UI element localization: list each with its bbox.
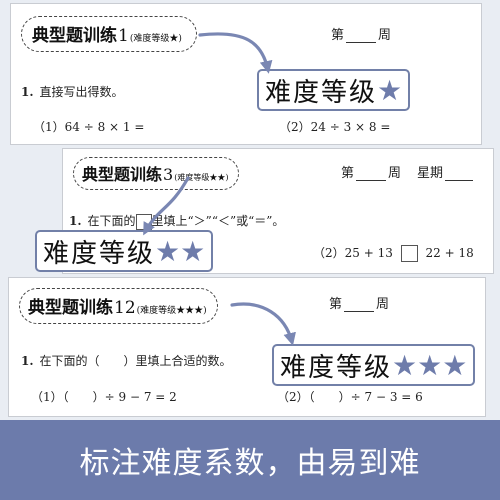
star-icon: ★★★ [392,348,468,382]
title-main: 典型题训练 [32,26,117,46]
footer-banner: 标注难度系数，由易到难 [0,420,500,500]
item-2: （2）（ ）÷ 7 − 3 = 6 [277,390,423,404]
week-suffix: 周 [378,28,392,43]
title-pill-2: 典型题训练 3 (难度等级★★) [73,157,240,190]
question-1: 1. 在下面的（ ）里填上合适的数。 [21,352,232,369]
item-2-left: （2）25 + 13 [313,246,393,260]
week-prefix: 第 [331,28,345,43]
weekday-blank [445,168,474,181]
week-prefix: 第 [341,166,355,181]
difficulty-badge-2: 难度等级 ★★ [35,230,214,272]
star-icon: ★★ [155,234,206,268]
badge-label: 难度等级 [43,238,156,269]
badge-label: 难度等级 [280,352,393,383]
question-number: 1. [21,85,34,99]
question-1: 1. 在下面的 里填上“＞”“＜”或“＝”。 [69,212,284,230]
answer-box [400,245,418,262]
item-1: （1）（ ）÷ 9 − 7 = 2 [31,390,177,404]
banner-text: 标注难度系数，由易到难 [79,446,421,481]
question-text: 直接写出得数。 [39,85,124,99]
title-main: 典型题训练 [28,298,113,318]
title-difficulty: (难度等级★) [129,34,182,44]
week-blank [344,299,375,312]
item-2: （2）24 ÷ 3 × 8 = [279,120,391,134]
badge-label: 难度等级 [265,77,378,108]
title-difficulty: (难度等级★★★) [136,306,207,316]
title-number: 3 [163,165,174,184]
week-blank [356,168,387,181]
difficulty-badge-1: 难度等级 ★ [257,69,411,111]
question-number: 1. [21,354,34,368]
week-label: 第 周 [329,293,389,312]
question-text-pre: 在下面的 [87,214,136,228]
question-text-post: 里填上“＞”“＜”或“＝”。 [151,214,285,228]
item-2: （2）25 + 13 22 + 18 [313,244,474,262]
difficulty-badge-3: 难度等级 ★★★ [272,344,476,386]
worksheet-card-1: 典型题训练 1 (难度等级★) 第 周 1. 直接写出得数。 （1）64 ÷ 8 … [10,3,482,145]
week-label: 第 周 [331,24,391,43]
week-suffix: 周 [376,297,390,312]
week-label: 第 周 星期 [341,162,474,181]
title-main: 典型题训练 [82,165,163,184]
question-1: 1. 直接写出得数。 [21,83,124,100]
week-blank [346,30,377,43]
title-pill-3: 典型题训练 12 (难度等级★★★) [19,288,218,324]
week-prefix: 第 [329,297,343,312]
title-difficulty: (难度等级★★) [174,173,229,182]
week-middle: 周 [388,166,402,181]
answer-box [135,213,152,230]
title-pill-1: 典型题训练 1 (难度等级★) [21,16,197,52]
item-2-right: 22 + 18 [425,246,474,260]
question-text: 在下面的（ ）里填上合适的数。 [39,354,232,368]
star-icon: ★ [377,73,403,107]
title-number: 12 [114,298,136,318]
item-1: （1）64 ÷ 8 × 1 = [33,120,145,134]
question-number: 1. [69,214,82,228]
weekday-label: 星期 [417,166,444,181]
title-number: 1 [118,26,129,46]
